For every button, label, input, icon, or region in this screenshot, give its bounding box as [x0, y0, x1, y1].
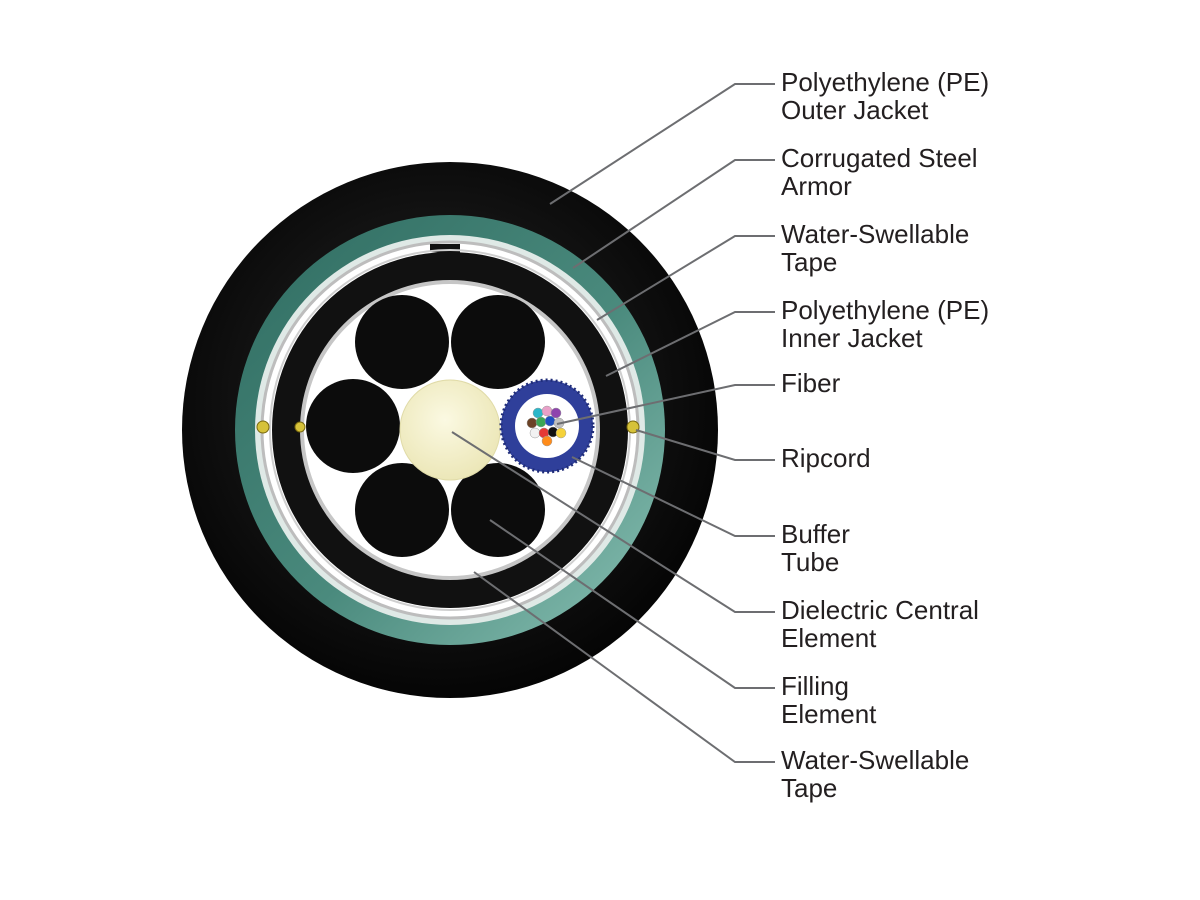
fiber-strand	[555, 427, 567, 439]
leader-line-buffer-tube	[571, 456, 775, 537]
filling-element-top-left	[355, 295, 449, 389]
leader-line-pe-outer-jacket	[549, 83, 775, 205]
label-corrugated-steel-armor: Corrugated Steel Armor	[781, 143, 985, 201]
label-fiber: Fiber	[781, 368, 841, 398]
dielectric-central-element-circle	[399, 379, 501, 481]
fiber-strand	[544, 415, 556, 427]
ripcord-left-inner	[294, 421, 306, 433]
buffer-tube-edge	[499, 378, 595, 474]
label-dielectric-central-element: Dielectric Central Element	[781, 595, 986, 653]
label-buffer-tube: Buffer Tube	[781, 519, 857, 577]
fiber-strand	[526, 417, 538, 429]
tape-overlap-notch	[430, 244, 460, 254]
label-filling-element: Filling Element	[781, 671, 877, 729]
fiber-strand	[541, 435, 553, 447]
filling-element-bottom-left	[355, 463, 449, 557]
fiber-strand	[541, 405, 553, 417]
leader-line-water-swellable-tape-inner	[473, 571, 775, 763]
cable-cross-section	[182, 162, 718, 698]
label-pe-inner-jacket: Polyethylene (PE) Inner Jacket	[781, 295, 996, 353]
leader-line-corrugated-steel-armor	[572, 159, 775, 269]
buffer-tube-group	[499, 378, 595, 474]
leader-line-pe-inner-jacket	[605, 311, 775, 377]
fiber-bundle	[526, 405, 567, 447]
label-pe-outer-jacket: Polyethylene (PE) Outer Jacket	[781, 67, 996, 125]
fiber-strand	[550, 407, 562, 419]
label-water-swellable-tape-inner: Water-Swellable Tape	[781, 745, 977, 803]
fiber-strand	[535, 416, 547, 428]
labels: Polyethylene (PE) Outer Jacket Corrugate…	[781, 67, 996, 803]
ripcord-left-outer	[256, 420, 270, 434]
filling-element-left	[306, 379, 400, 473]
leader-line-dielectric-central-element	[451, 431, 775, 613]
leader-line-ripcord	[635, 429, 775, 461]
fiber-strand	[532, 407, 544, 419]
leader-line-fiber	[556, 384, 775, 425]
filling-element-top-right	[451, 295, 545, 389]
leader-lines	[451, 83, 775, 763]
filling-element-bottom-right	[451, 463, 545, 557]
label-ripcord: Ripcord	[781, 443, 871, 473]
leader-line-water-swellable-tape-outer	[596, 235, 775, 321]
label-water-swellable-tape-outer: Water-Swellable Tape	[781, 219, 977, 277]
leader-line-filling-element	[489, 519, 775, 689]
fiber-strand	[529, 427, 541, 439]
buffer-tube-gel	[515, 394, 579, 458]
